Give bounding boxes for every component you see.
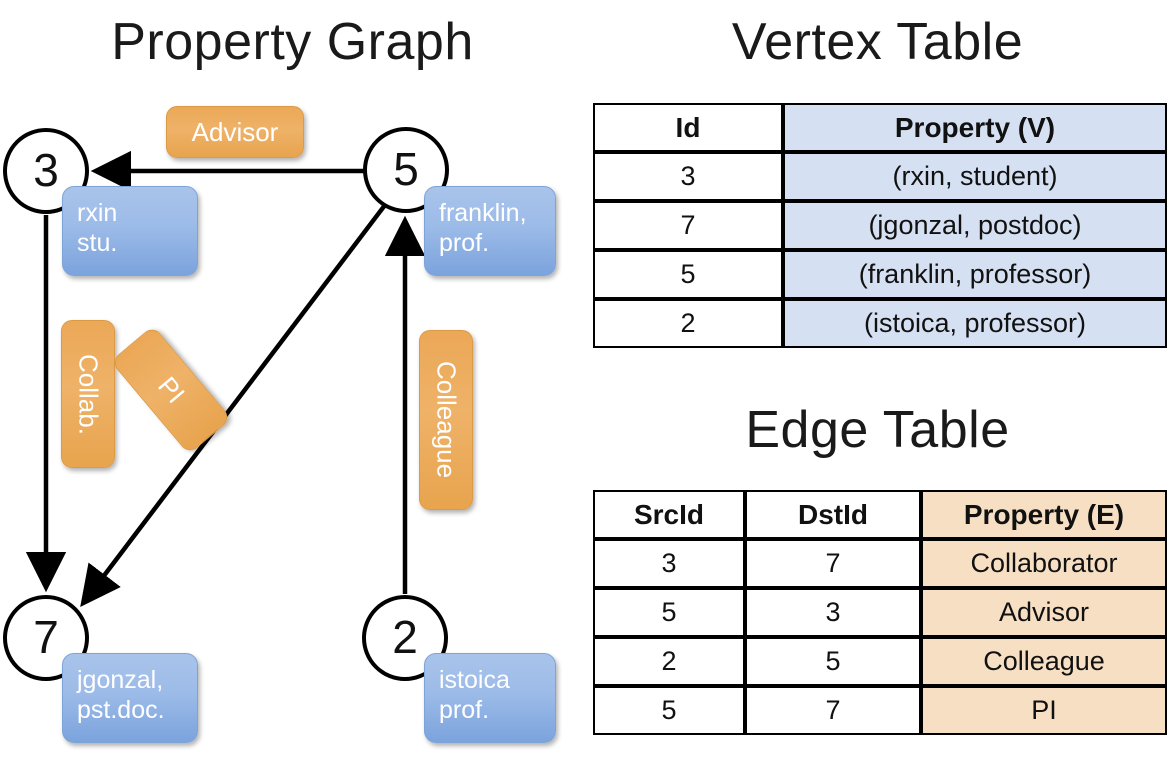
edge-label-colleague[interactable]: Colleague [419, 330, 473, 510]
vertex-row-3-id: 2 [593, 299, 783, 348]
table-row[interactable]: 3 7 Collaborator [593, 539, 1167, 588]
vertex-row-0-id: 3 [593, 152, 783, 201]
page-title-property-graph: Property Graph [111, 13, 474, 71]
table-row[interactable]: 2 5 Colleague [593, 637, 1167, 686]
vertex-property-box-3[interactable]: rxin stu. [62, 186, 198, 276]
edge-table-header-property: Property (E) [921, 490, 1167, 539]
vertex-row-3-property: (istoica, professor) [783, 299, 1167, 348]
vertex-row-1-id: 7 [593, 201, 783, 250]
vertex-property-box-7-line2: pst.doc. [77, 696, 165, 724]
vertex-row-1-property: (jgonzal, postdoc) [783, 201, 1167, 250]
vertex-property-box-7-line1: jgonzal, [77, 666, 164, 694]
vertex-property-box-2[interactable]: istoica prof. [424, 653, 556, 743]
vertex-row-2-id: 5 [593, 250, 783, 299]
vertex-table-header-row: Id Property (V) [593, 103, 1167, 152]
edge-row-1-property: Advisor [921, 588, 1167, 637]
edge-label-collab[interactable]: Collab. [61, 320, 115, 468]
edge-label-advisor-text: Advisor [191, 116, 279, 147]
graph-node-5[interactable]: 5 [363, 127, 449, 213]
table-row[interactable]: 3 (rxin, student) [593, 152, 1167, 201]
graph-edge-lines [25, 150, 426, 608]
graph-node-2-label: 2 [392, 610, 418, 663]
edge-row-2-property: Colleague [921, 637, 1167, 686]
vertex-property-box-5-line2: prof. [439, 229, 490, 257]
edge-row-0-dst: 7 [745, 539, 921, 588]
vertex-table-header-id: Id [593, 103, 783, 152]
graph-node-5-label: 5 [393, 142, 419, 195]
graph-node-7-label: 7 [33, 610, 59, 663]
vertex-property-box-5-line1: franklin, [439, 199, 527, 227]
graph-node-3-label: 3 [33, 143, 59, 196]
vertex-property-box-2-line2: prof. [439, 696, 490, 724]
table-row[interactable]: 5 3 Advisor [593, 588, 1167, 637]
edge-row-2-dst: 5 [745, 637, 921, 686]
edge-row-3-dst: 7 [745, 686, 921, 735]
graph-node-2[interactable]: 2 [362, 595, 448, 681]
table-row[interactable]: 7 (jgonzal, postdoc) [593, 201, 1167, 250]
vertex-property-box-3-line1: rxin [77, 199, 118, 227]
page-title-vertex-table: Vertex Table [731, 13, 1024, 71]
vertex-table: Id Property (V) 3 (rxin, student) 7 (jgo… [593, 103, 1167, 348]
vertex-table-header-property: Property (V) [783, 103, 1167, 152]
edge-row-3-src: 5 [593, 686, 745, 735]
edge-table-header-srcid: SrcId [593, 490, 745, 539]
page-title-edge-table: Edge Table [745, 401, 1010, 459]
edge-label-pi-text: PI [151, 370, 191, 409]
vertex-property-box-5[interactable]: franklin, prof. [424, 186, 556, 276]
edge-label-collab-text: Collab. [73, 353, 104, 435]
edge-row-3-property: PI [921, 686, 1167, 735]
edge-row-1-dst: 3 [745, 588, 921, 637]
table-row[interactable]: 5 (franklin, professor) [593, 250, 1167, 299]
edge-table-header-row: SrcId DstId Property (E) [593, 490, 1167, 539]
vertex-property-box-2-line1: istoica [439, 666, 510, 694]
edge-line-5-to-7 [80, 203, 387, 608]
edge-table-header-dstid: DstId [745, 490, 921, 539]
vertex-row-0-property: (rxin, student) [783, 152, 1167, 201]
edge-table: SrcId DstId Property (E) 3 7 Collaborato… [593, 490, 1167, 735]
property-graph-diagram: 3 5 7 2 rxin stu. franklin, prof. jgonza… [3, 106, 556, 743]
edge-row-1-src: 5 [593, 588, 745, 637]
edge-row-0-src: 3 [593, 539, 745, 588]
table-row[interactable]: 2 (istoica, professor) [593, 299, 1167, 348]
table-row[interactable]: 5 7 PI [593, 686, 1167, 735]
edge-row-2-src: 2 [593, 637, 745, 686]
edge-row-0-property: Collaborator [921, 539, 1167, 588]
vertex-row-2-property: (franklin, professor) [783, 250, 1167, 299]
vertex-property-box-7[interactable]: jgonzal, pst.doc. [62, 653, 198, 743]
vertex-property-box-3-line2: stu. [77, 229, 118, 257]
edge-label-advisor[interactable]: Advisor [166, 106, 304, 158]
edge-label-colleague-text: Colleague [431, 361, 462, 479]
